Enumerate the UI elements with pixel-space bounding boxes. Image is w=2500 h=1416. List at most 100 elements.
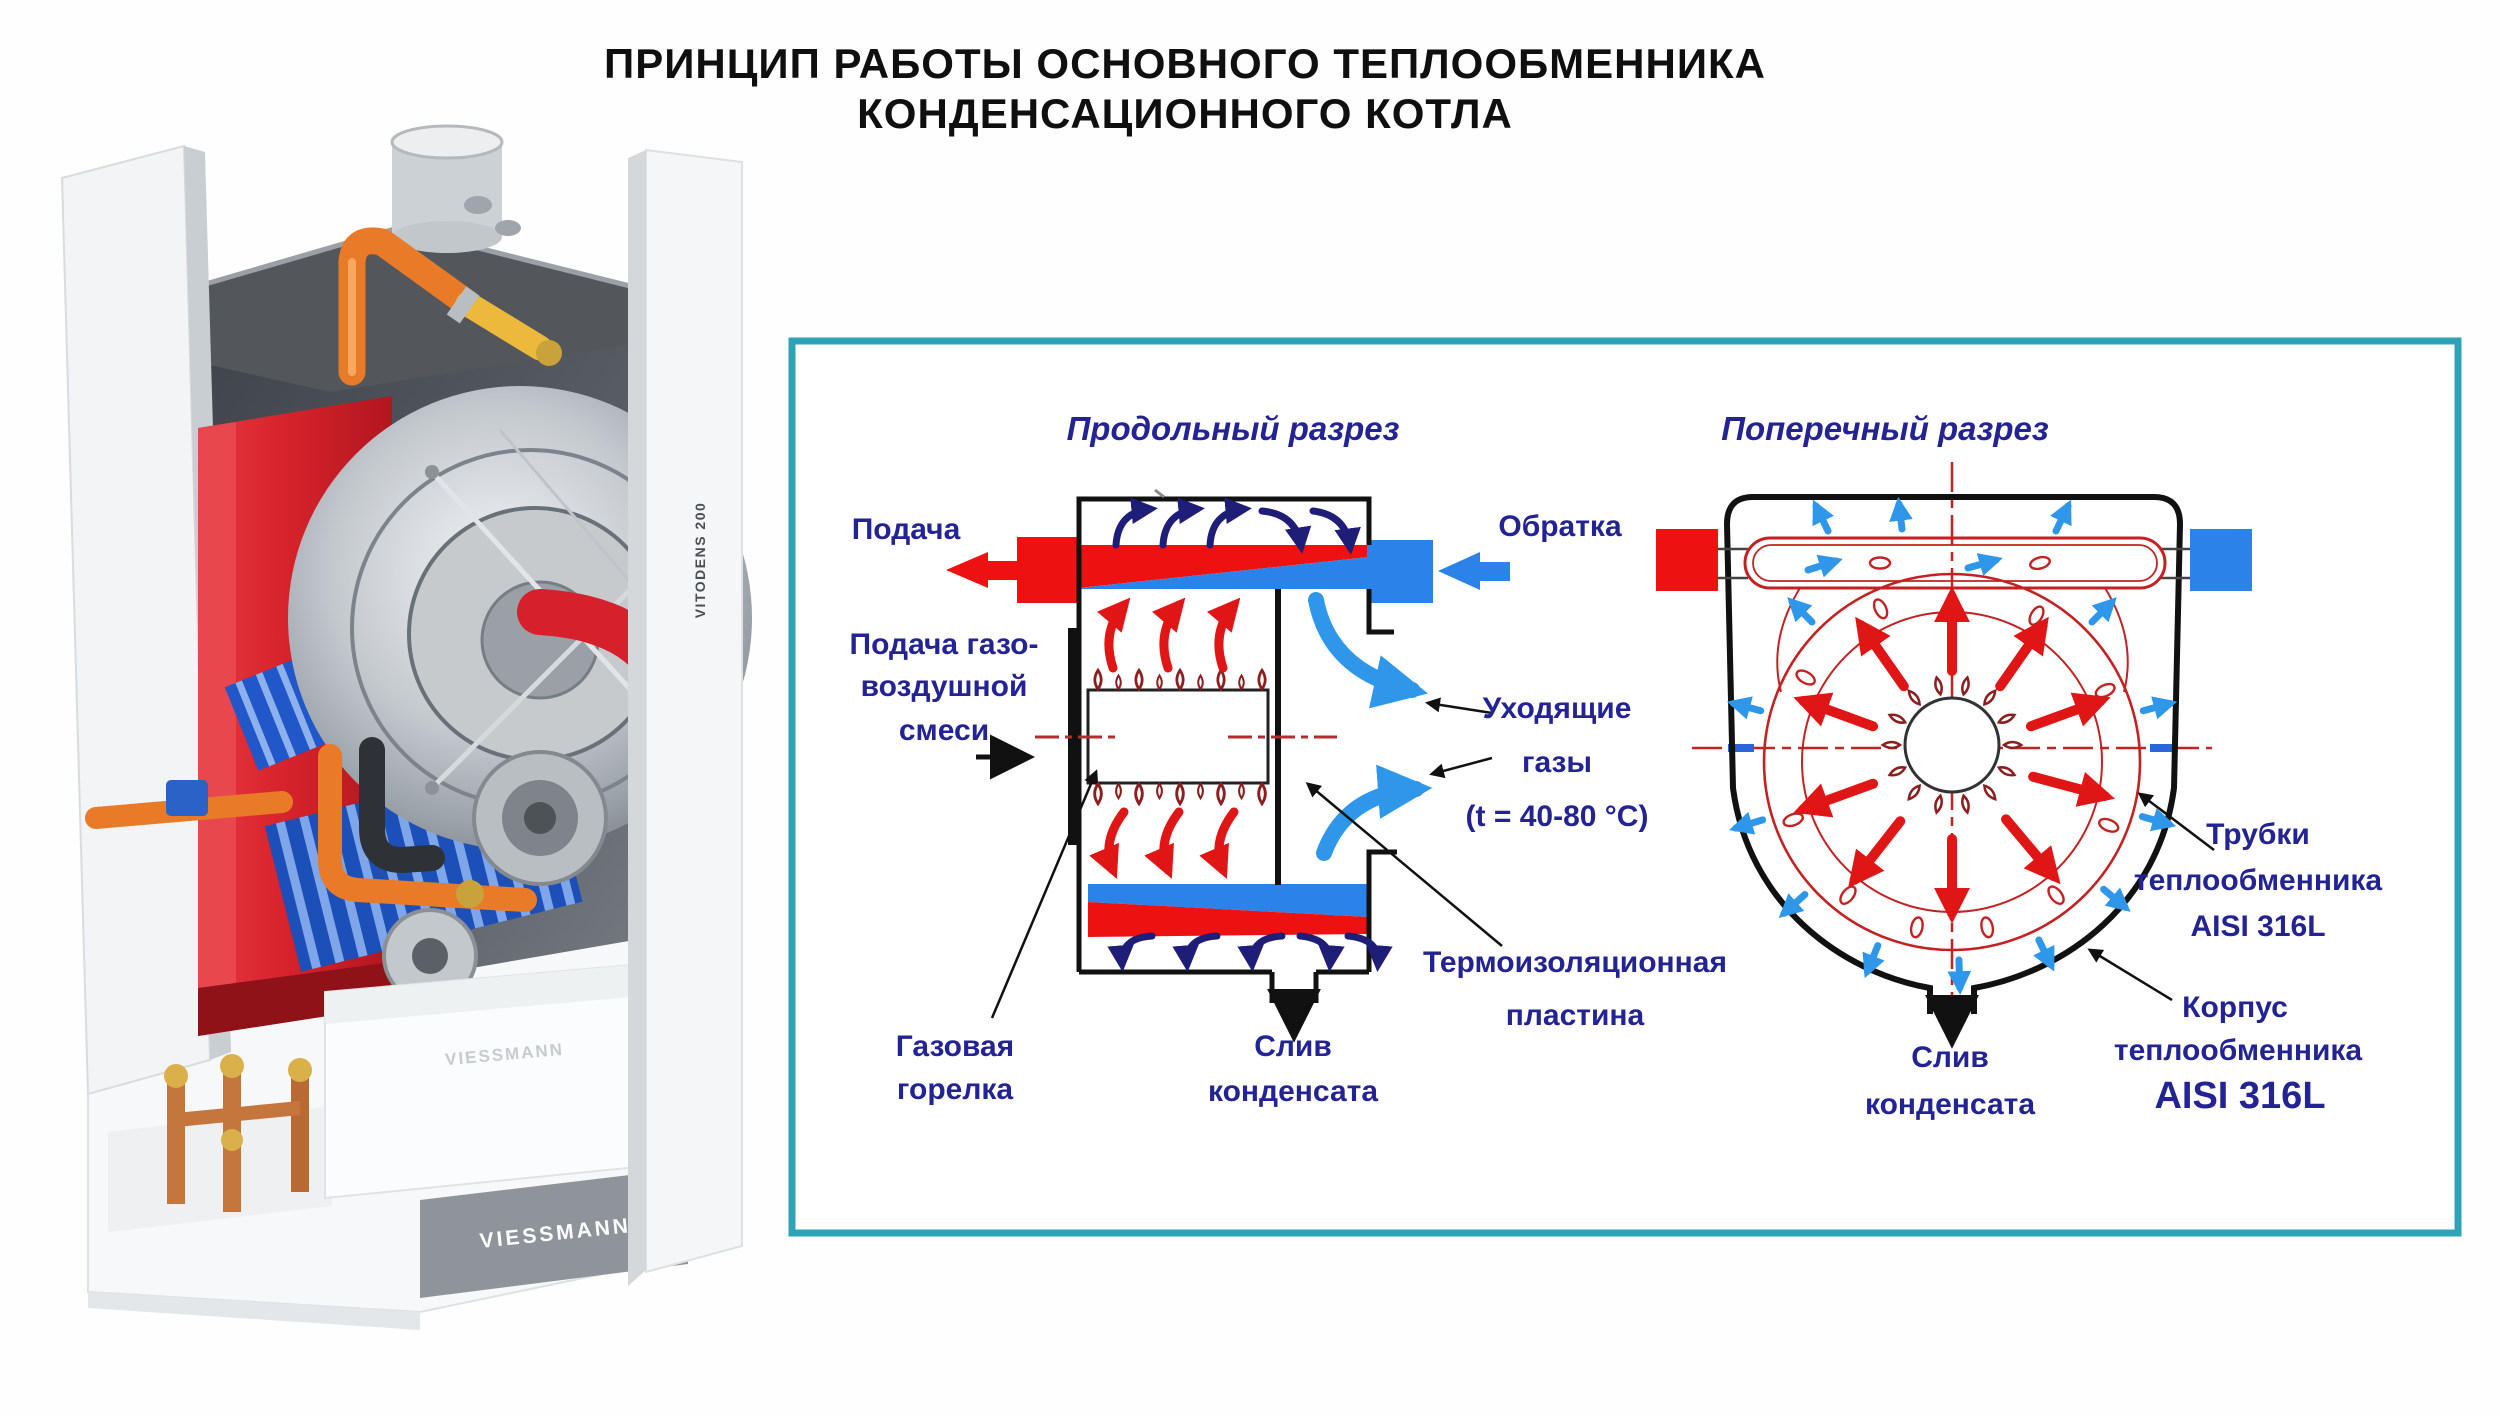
flue-gas-arrow [1778,890,1809,919]
flue-gas-arrow [1729,811,1767,835]
return-label: Обратка [1498,510,1622,543]
gas-air-label-3: смеси [899,714,989,747]
navy-flow-arrow-bottom [1344,932,1393,972]
burner-ring-flame [1934,675,1943,697]
burner-plate [1068,628,1081,845]
radial-heat-arrow [2025,692,2111,732]
burner-ring-flame [1887,766,1908,777]
burner-flame-up [1216,667,1226,692]
radial-heat-arrow [2028,771,2116,807]
burner-flame-up [1175,667,1185,692]
drain-label-left-2: конденсата [1208,1075,1378,1108]
burner-ring-flame [1907,689,1921,707]
return-arrow-shaft [1478,562,1510,581]
supply-stub [1017,537,1081,603]
drain-label-right-1: Слив [1911,1041,1989,1074]
burner-flame-down [1175,781,1185,807]
heat-arrow-up [1096,597,1131,673]
flue-gas-arrow [1726,696,1765,720]
boiler-left-panel [60,144,212,1096]
cross-section-diagram: Поперечный разрез [1656,410,2382,1121]
burner-flame-down [1238,782,1245,801]
condensate-red-band [1088,902,1369,937]
body-label-2: теплообменника [2114,1034,2363,1067]
burner-ring-flame [1961,675,1970,697]
tube-mark [2047,885,2065,905]
burner-flame-up [1093,667,1103,692]
supply-arrow-head [946,552,988,588]
flue-label-1: Уходящие [1483,692,1632,725]
cross-title: Поперечный разрез [1721,410,2049,447]
radial-heat-arrow [2000,814,2061,885]
leader-lines-right [2087,792,2215,1002]
longitudinal-section-diagram: Продольный разрез [850,410,1727,1108]
burner-ring-flame [1983,783,1997,801]
gas-air-label-2: воздушной [861,670,1028,703]
flue-gas-arrow [2033,936,2055,972]
burner-flame-up [1115,673,1122,691]
tube-mark [1872,598,1889,620]
burner-flame-up [1257,667,1267,692]
boiler-base-edge [88,1292,420,1330]
burner-ring-flame [2001,740,2024,750]
drain-label-left-1: Слив [1254,1030,1332,1063]
leader-lines-left [990,697,1503,1019]
burner-ring-flame [1887,713,1908,724]
exchanger-body-outline [1723,494,2184,1014]
longitudinal-decorations [1089,497,1393,972]
flue-label-2: газы [1522,746,1592,779]
flue-arrow-lower [1316,764,1433,861]
navy-flow-arrow-bottom [1296,932,1345,972]
tube-mark [1782,812,1804,828]
navy-flow-arrow-top [1309,507,1361,555]
flue-arrow-upper [1308,592,1428,709]
flue-gas-arrow [2138,808,2177,832]
return-arrow-head [1438,552,1480,590]
burner-ring-flame [1907,783,1921,801]
tube-mark [2094,682,2116,699]
heat-arrow-down [1199,807,1239,879]
burner-flame-down [1257,781,1267,807]
burner-flame-down [1134,781,1144,807]
return-water-wedge [1079,557,1369,589]
flue-gas-arrow [1787,597,1816,626]
burner-ring-flame [1983,689,1997,707]
longitudinal-title: Продольный разрез [1067,410,1400,447]
insulation-label-2: пластина [1506,999,1645,1032]
boiler-cutaway-illustration: VIESSMANN VIESSMANN VITODENS 200 [60,124,752,1330]
port-stubs [1718,547,2190,580]
body-label-1: Корпус [2182,991,2288,1024]
model-label: VITODENS 200 [692,502,708,619]
burner-flame-up [1156,673,1163,691]
navy-flow-arrow-top [1159,497,1205,549]
flue-gas-arrow-top [1804,554,1843,578]
return-stub [1367,540,1433,603]
return-port-square [2190,529,2252,591]
burner-circle [1903,696,2001,794]
heat-arrow-down [1144,807,1184,879]
burner-flame-up [1238,673,1245,691]
flue-label-3: (t = 40-80 °C) [1466,800,1649,833]
flue-gas-arrow-top [1812,499,1834,535]
tube-mark [2029,555,2051,571]
condensate-blue-band [1088,884,1369,917]
tube-mark [2097,817,2120,833]
navy-flow-arrow-top [1112,497,1158,549]
drain-label-right-2: конденсата [1865,1088,2035,1121]
gas-air-label-1: Подача газо- [850,628,1039,661]
burner-ring-flame [1961,793,1970,815]
radial-heat-arrow [1848,816,1906,889]
flue-gas-arrow [2139,696,2178,720]
tube-mark [1795,669,1816,686]
burner-ring-flame [1880,740,1903,750]
burner-ring-flame [1996,713,2017,724]
tubes-label-1: Трубки [2206,818,2310,851]
tube-mark [1868,556,1892,570]
tubes-label-2: теплообменника [2134,864,2383,897]
page-title-line2: КОНДЕНСАЦИОННОГО КОТЛА [857,90,1513,137]
center-tick [1154,488,1165,499]
navy-flow-arrow-top [1258,507,1312,554]
red-jacket-shadow [198,962,392,1036]
burner-label-2: горелка [897,1073,1014,1106]
